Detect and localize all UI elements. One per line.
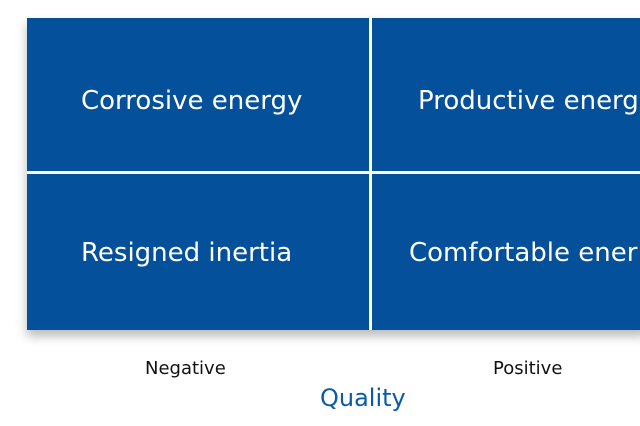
quadrant-comfortable-energy: Comfortable ener — [409, 238, 638, 268]
vertical-divider — [369, 18, 372, 330]
axis-label-negative: Negative — [145, 358, 226, 379]
energy-matrix: Corrosive energy Productive energ Resign… — [27, 18, 640, 330]
quadrant-corrosive-energy: Corrosive energy — [81, 86, 303, 116]
axis-title-quality: Quality — [320, 384, 406, 412]
horizontal-divider — [27, 171, 640, 174]
quadrant-productive-energy: Productive energ — [418, 86, 639, 116]
axis-label-positive: Positive — [493, 358, 563, 379]
quadrant-resigned-inertia: Resigned inertia — [81, 238, 293, 268]
